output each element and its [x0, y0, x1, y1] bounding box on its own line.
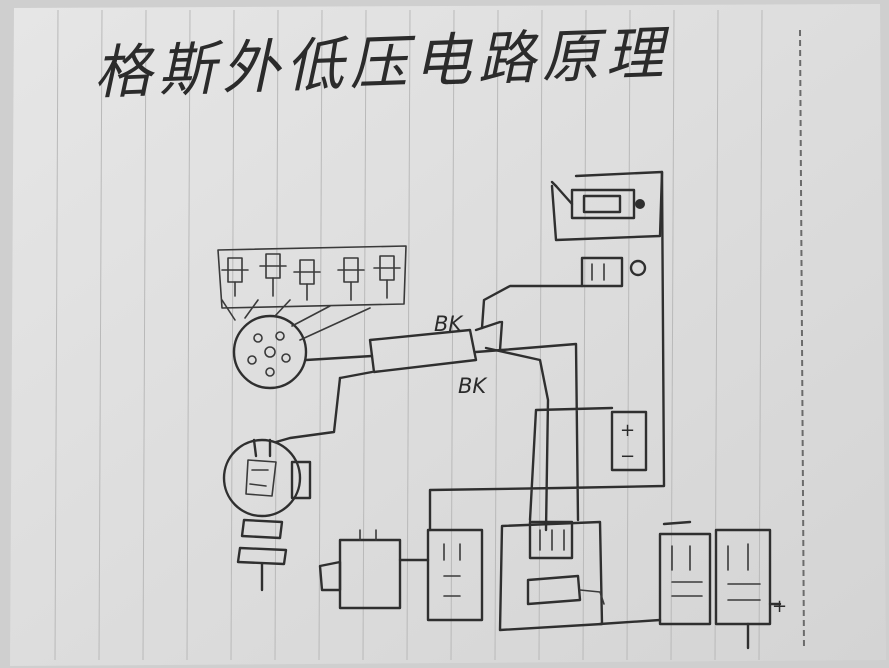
- starter-motor: [318, 529, 402, 610]
- fuse-box: +: [598, 520, 787, 650]
- spark-plug-4: [337, 257, 365, 301]
- distributor-cap: [221, 299, 371, 390]
- spark-plug-3: [293, 259, 321, 301]
- spark-plug-1: [221, 257, 249, 297]
- horn-upper: [554, 184, 645, 220]
- battery: + −: [610, 410, 648, 472]
- horn-wiring: [480, 170, 664, 330]
- ground-plus-label: +: [772, 596, 787, 617]
- main-wiring-loop: [428, 170, 666, 532]
- coil-alternator-wire: [274, 376, 342, 444]
- ignition-coil: [304, 320, 504, 380]
- spark-plug-2: [259, 253, 287, 297]
- battery-minus-label: −: [620, 446, 635, 467]
- bk-label-top: BK: [434, 312, 463, 336]
- horn-lower: [580, 256, 647, 288]
- alternator: [222, 438, 312, 592]
- margin-line: [799, 29, 805, 651]
- starter-relay: [398, 528, 484, 622]
- spark-plug-5: [373, 255, 401, 299]
- battery-plus-label: +: [620, 420, 635, 441]
- spark-plug-row: [217, 245, 407, 309]
- bk-label-bottom: BK: [458, 374, 487, 398]
